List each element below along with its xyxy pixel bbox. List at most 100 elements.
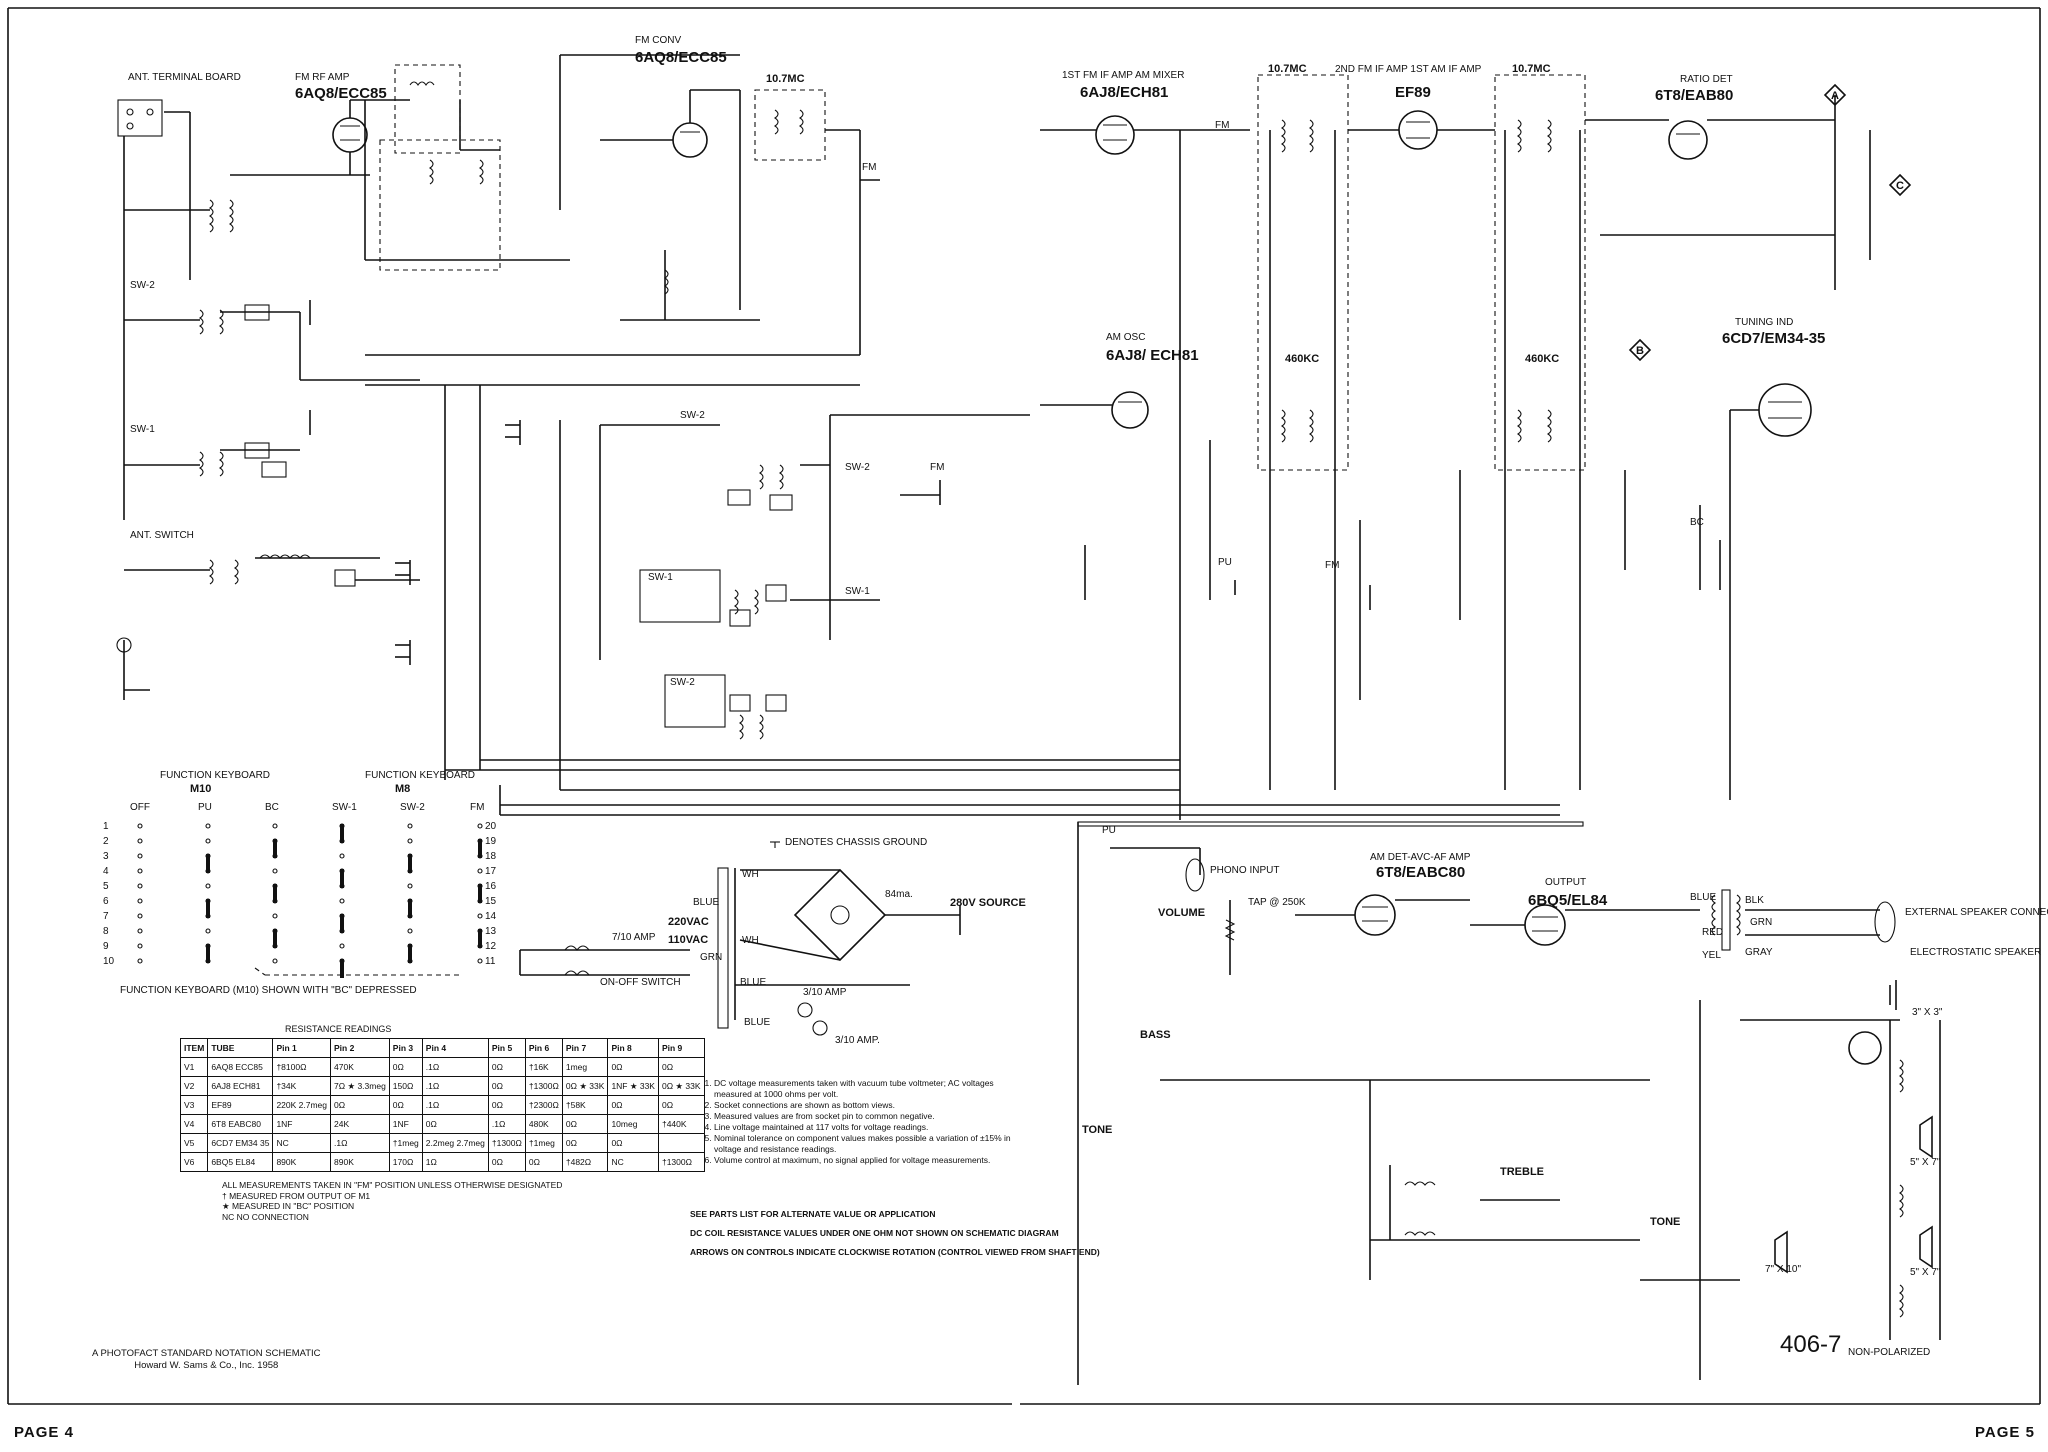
note-item: Nominal tolerance on component values ma… [714,1133,1023,1155]
keyboard-row-number: 8 [103,926,109,937]
table-cell: 6AQ8 ECC85 [207,1057,274,1077]
keyboard-switch-blade [273,929,277,948]
v4a-function: RATIO DET [1680,74,1733,85]
keyboard-contact [477,943,483,949]
keyboard-contact [137,958,143,964]
table-cell: 0Ω [607,1133,659,1153]
table-cell: .1Ω [330,1133,390,1153]
table-cell: 0Ω [388,1095,423,1115]
keyboard-contact [339,943,345,949]
keyboard-contact [339,883,345,889]
v5-function: TUNING IND [1735,317,1793,328]
table-cell: 480K [524,1114,563,1134]
remark-item: SEE PARTS LIST FOR ALTERNATE VALUE OR AP… [690,1209,936,1219]
sw1-label-c: SW-1 [845,586,870,597]
table-cell: 890K [330,1152,390,1172]
ac-110: 110VAC [668,934,708,946]
ant-terminal-board-label: ANT. TERMINAL BOARD [128,72,241,83]
on-off-switch: ON-OFF SWITCH [600,977,681,988]
table-cell: 0Ω [607,1095,659,1115]
table-cell: 470K [330,1057,390,1077]
function-keyboard-ref-m10: M10 [190,783,211,795]
table-cell: 6T8 EABC80 [207,1114,274,1134]
table-cell: 0Ω [524,1152,563,1172]
keyboard-contact [205,868,211,874]
keyboard-row-number: 2 [103,836,109,847]
keyboard-row-number: 9 [103,941,109,952]
external-speaker-label: EXTERNAL SPEAKER CONNECTOR BOARD [1905,907,2048,918]
tap-label: TAP @ 250K [1248,897,1306,908]
table-cell: NC [607,1152,659,1172]
keyboard-column-label: PU [198,802,212,813]
sw1-label-b: SW-1 [648,572,673,583]
if-strip: 1ST FM IF AMP AM MIXER 6AJ8/ECH81 10.7MC… [1040,63,1912,820]
keyboard-switch-blade [340,869,344,888]
table-cell: †1300Ω [657,1152,705,1172]
spk-5x7-b: 5" X 7" [1910,1267,1941,1278]
diamond-b: B [1636,345,1644,357]
source-280v: 280V SOURCE [950,897,1026,909]
table-cell: †1meg [524,1133,563,1153]
table-cell: 24K [330,1114,390,1134]
table-cell: 10meg [607,1114,659,1134]
keyboard-contact [137,913,143,919]
keyboard-contact [137,898,143,904]
table-cell: NC [272,1133,332,1153]
keyboard-row-number: 15 [485,896,497,907]
ot-red: RED [1702,927,1723,938]
fm-rf-section: ANT. TERMINAL BOARD FM RF AMP 6AQ8/ECC85 [117,35,880,520]
v4b-type: 6T8/EABC80 [1376,864,1465,881]
v6-function: OUTPUT [1545,877,1586,888]
table-cell: .1Ω [421,1076,489,1096]
keyboard-contact [477,823,483,829]
table-cell: V1 [179,1057,209,1077]
table-cell: †16K [524,1057,563,1077]
page-left: PAGE 4 [14,1424,74,1441]
table-cell: 1NF ★ 33K [607,1076,659,1096]
resistance-footnotes: ALL MEASUREMENTS TAKEN IN "FM" POSITION … [222,1180,562,1222]
table-cell: 2.2meg 2.7meg [421,1133,489,1153]
keyboard-switch-blade [478,884,482,903]
keyboard-row-number: 5 [103,881,109,892]
keyboard-row-number: 18 [485,851,497,862]
keyboard-contact [272,853,278,859]
fm-label-if1: FM [1215,120,1229,131]
page-right: PAGE 5 [1975,1424,2035,1441]
col-pin3: Pin 3 [388,1038,423,1058]
table-cell: 0Ω [487,1152,526,1172]
sw2-label-c: SW-2 [845,462,870,473]
band-switch-coils: SW-2 SW-1 ANT. SWITCH [116,280,1560,816]
table-cell: V6 [179,1152,209,1172]
ot-blk: BLK [1745,895,1764,906]
table-cell: 890K [272,1152,332,1172]
switch-contacts-left [309,300,521,665]
table-cell: †34K [272,1076,332,1096]
keyboard-contact [407,868,413,874]
keyboard-contact [272,958,278,964]
table-cell: †2300Ω [524,1095,563,1115]
v2b-type: 6AJ8/ ECH81 [1106,347,1199,364]
function-keyboard-ref-m8: M8 [395,783,410,795]
table-cell: 150Ω [388,1076,423,1096]
table-cell: EF89 [207,1095,274,1115]
keyboard-row-number: 14 [485,911,497,922]
keyboard-switch-blade [408,899,412,918]
chassis-ground-note: DENOTES CHASSIS GROUND [785,837,927,848]
table-cell: 7Ω ★ 3.3meg [330,1076,390,1096]
keyboard-switch-blade [273,884,277,903]
col-pin2: Pin 2 [330,1038,390,1058]
volume-label: VOLUME [1158,907,1205,919]
function-keyboard-label-a: FUNCTION KEYBOARD [160,770,270,781]
v1b-type: 6AQ8/ECC85 [635,49,727,66]
keyboard-column-label: OFF [130,802,150,813]
table-cell: 1NF [272,1114,332,1134]
table-cell: 0Ω [657,1057,705,1077]
resistance-readings-title: RESISTANCE READINGS [285,1024,392,1034]
keyboard-switch-blade [273,839,277,858]
keyboard-contact [137,838,143,844]
col-pin4: Pin 4 [421,1038,489,1058]
function-keyboard: FUNCTION KEYBOARD M10 FUNCTION KEYBOARD … [103,770,497,996]
fm-switch-label-a: FM [862,162,876,173]
keyboard-switch-blade [340,914,344,933]
